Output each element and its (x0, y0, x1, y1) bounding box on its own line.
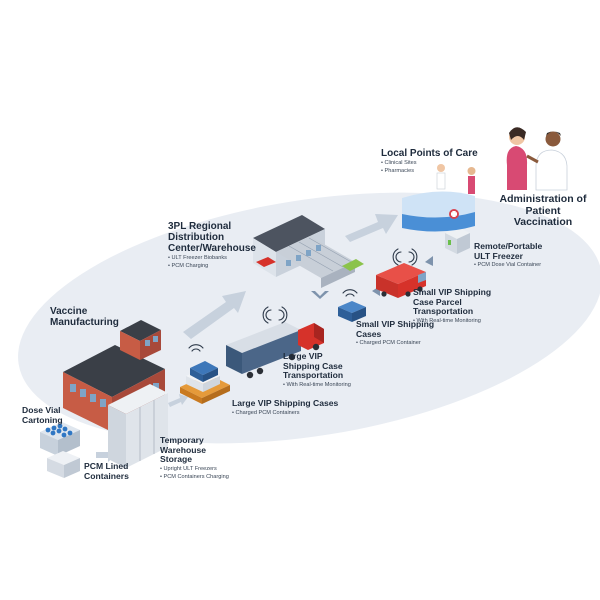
label-small-vip-transport: Small VIP Shipping Case Parcel Transport… (413, 287, 513, 325)
remote-freezer-title: Remote/Portable ULT Freezer (474, 241, 543, 261)
temp-storage-item: PCM Containers Charging (160, 473, 270, 481)
regional-dc-item: PCM Charging (168, 262, 268, 270)
regional-dc-title: 3PL Regional Distribution Center/Warehou… (168, 221, 256, 254)
wireless-signal-icon (188, 248, 418, 352)
parcel-box-icon (338, 301, 366, 322)
large-vip-transport-item: With Real-time Monitoring (283, 381, 383, 389)
regional-dc-items: ULT Freezer Biobanks PCM Charging (168, 254, 268, 270)
small-vip-transport-item: With Real-time Monitoring (413, 317, 513, 325)
label-dose-vial-cartoning: Dose Vial Cartoning (22, 405, 63, 425)
local-points-item: Pharmacies (381, 167, 491, 175)
remote-freezer-items: PCM Dose Vial Container (474, 261, 584, 269)
pallet-icon (180, 361, 230, 404)
small-vip-cases-items: Charged PCM Container (356, 339, 456, 347)
arrow-dc-small (311, 291, 329, 299)
label-pcm-lined-containers: PCM Lined Containers (84, 461, 129, 481)
vial-carton-icon (40, 422, 80, 456)
large-vip-cases-title: Large VIP Shipping Cases (232, 398, 339, 408)
label-large-vip-transport: Large VIP Shipping Case Transportation W… (283, 351, 383, 389)
arrow-van-remote (425, 256, 433, 266)
label-remote-portable-freezer: Remote/Portable ULT Freezer PCM Dose Via… (474, 241, 584, 269)
small-vip-cases-title: Small VIP Shipping Cases (356, 319, 435, 339)
label-small-vip-shipping-cases: Small VIP Shipping Cases Charged PCM Con… (356, 319, 456, 347)
nurse-patient-icon (506, 127, 568, 191)
small-vip-cases-item: Charged PCM Container (356, 339, 456, 347)
large-vip-cases-items: Charged PCM Containers (232, 409, 342, 417)
flow-arrow-to-care (345, 214, 398, 242)
small-vip-transport-title: Small VIP Shipping Case Parcel Transport… (413, 287, 492, 317)
label-administration-of-vaccination: Administration of Patient Vaccination (499, 193, 587, 228)
warehouse-icon (253, 215, 364, 288)
freezer-icon (108, 384, 168, 468)
local-points-title: Local Points of Care (381, 148, 478, 159)
small-vip-transport-items: With Real-time Monitoring (413, 317, 513, 325)
regional-dc-item: ULT Freezer Biobanks (168, 254, 268, 262)
label-vaccine-manufacturing: Vaccine Manufacturing (50, 306, 119, 328)
label-temporary-warehouse-storage: Temporary Warehouse Storage Upright ULT … (160, 435, 270, 481)
flow-arrow-storage (168, 394, 188, 407)
flow-arrow-to-dc (183, 291, 246, 339)
label-large-vip-shipping-cases: Large VIP Shipping Cases Charged PCM Con… (232, 398, 342, 417)
remote-freezer-item: PCM Dose Vial Container (474, 261, 584, 269)
temp-storage-item: Upright ULT Freezers (160, 465, 270, 473)
temp-storage-title: Temporary Warehouse Storage (160, 435, 207, 465)
local-points-item: Clinical Sites (381, 159, 491, 167)
large-vip-transport-items: With Real-time Monitoring (283, 381, 383, 389)
trailer-truck-icon (226, 322, 324, 379)
clinic-counter-icon (402, 164, 476, 232)
large-vip-cases-item: Charged PCM Containers (232, 409, 342, 417)
label-regional-distribution-center: 3PL Regional Distribution Center/Warehou… (168, 221, 268, 270)
delivery-van-icon (376, 263, 426, 298)
temp-storage-items: Upright ULT Freezers PCM Containers Char… (160, 465, 270, 481)
large-vip-transport-title: Large VIP Shipping Case Transportation (283, 351, 344, 381)
label-local-points-of-care: Local Points of Care Clinical Sites Phar… (381, 148, 491, 175)
local-points-items: Clinical Sites Pharmacies (381, 159, 491, 175)
portable-freezer-icon (445, 227, 470, 254)
pcm-container-icon (47, 451, 80, 478)
